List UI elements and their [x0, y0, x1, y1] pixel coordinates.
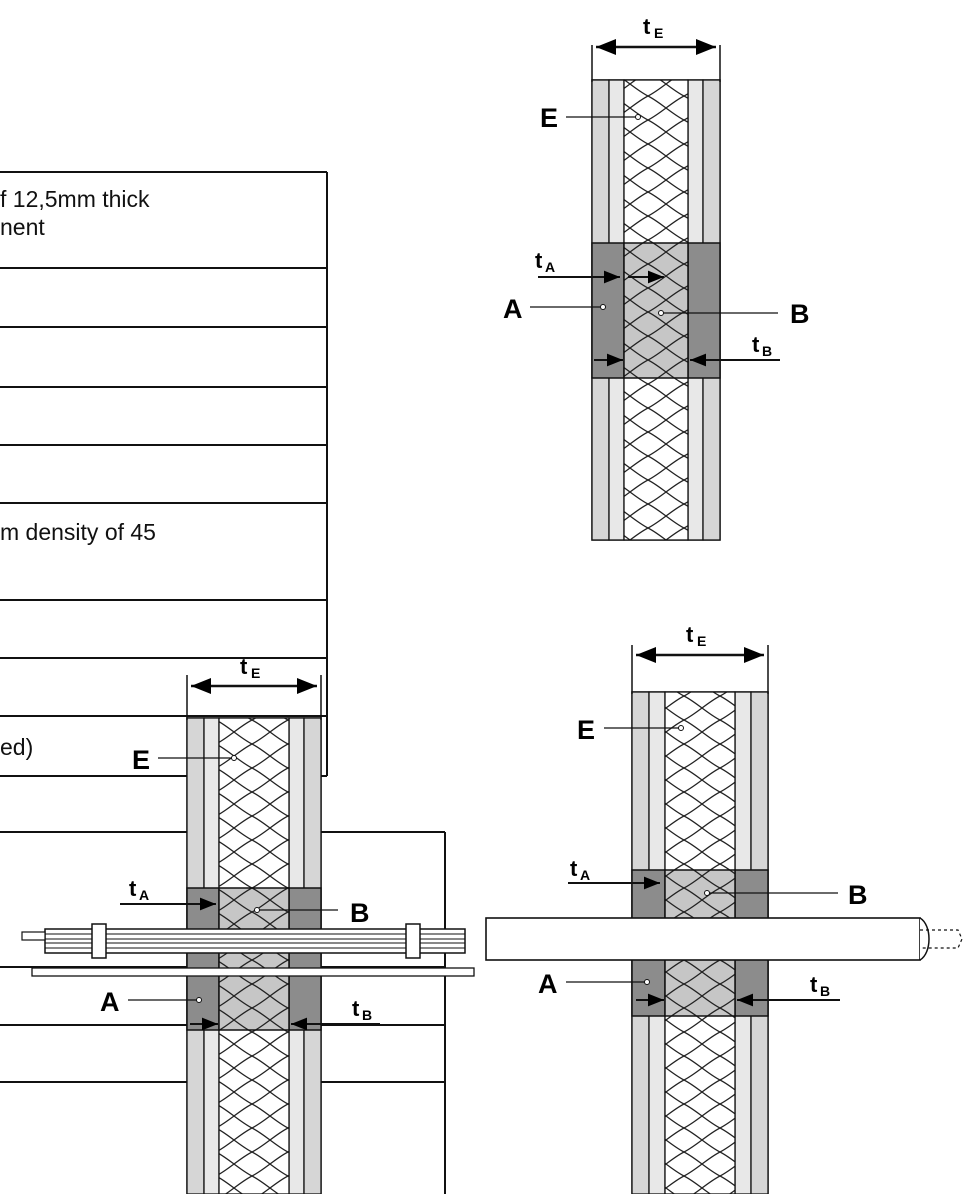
label-e-bottom-left: E	[132, 745, 150, 775]
table-cell-text-2: nent	[0, 214, 45, 240]
label-te-sub-top-right: E	[654, 25, 663, 41]
label-ta-sub-top-right: A	[545, 259, 555, 275]
label-e-bottom-right: E	[577, 715, 595, 745]
label-tb-bottom-left: t	[352, 996, 360, 1021]
label-a-bottom-right: A	[538, 969, 558, 999]
table-cell-text-4: ed)	[0, 734, 34, 760]
label-te-sub-bottom-right: E	[697, 633, 706, 649]
seal-zone-top-right	[591, 242, 721, 379]
label-te-bottom-left: t	[240, 654, 248, 679]
label-tb-sub-bottom-left: B	[362, 1007, 372, 1023]
dimension-te-top-right	[591, 39, 721, 82]
pipe-bottom-right	[485, 917, 963, 961]
label-te-sub-bottom-left: E	[251, 665, 260, 681]
label-b-top-right: B	[790, 299, 810, 329]
seal-zone-bottom-left	[186, 887, 322, 1031]
table-cell-text-1: f 12,5mm thick	[0, 186, 150, 212]
label-a-bottom-left: A	[100, 987, 120, 1017]
label-b-bottom-right: B	[848, 880, 868, 910]
label-ta-bottom-right: t	[570, 856, 578, 881]
label-tb-sub-top-right: B	[762, 343, 772, 359]
dimension-te-bottom-left	[186, 675, 322, 720]
table-cell-text-3: m density of 45	[0, 519, 156, 545]
diagram-top-right: t E E t A A B t B	[503, 14, 810, 541]
label-b-bottom-left: B	[350, 898, 370, 928]
label-ta-sub-bottom-left: A	[139, 887, 149, 903]
cable-tray-bottom-left	[21, 923, 475, 977]
label-ta-top-right: t	[535, 248, 543, 273]
label-ta-sub-bottom-right: A	[580, 867, 590, 883]
label-a-top-right: A	[503, 294, 523, 324]
label-te-bottom-right: t	[686, 622, 694, 647]
diagram-bottom-right: t E E t A B A t B	[485, 622, 963, 1194]
label-tb-sub-bottom-right: B	[820, 983, 830, 999]
label-te-top-right: t	[643, 14, 651, 39]
label-tb-bottom-right: t	[810, 972, 818, 997]
label-e-top-right: E	[540, 103, 558, 133]
diagram-bottom-left: t E E t A B A t B	[21, 654, 475, 1194]
dimension-te-bottom-right	[631, 645, 769, 694]
label-tb-top-right: t	[752, 332, 760, 357]
label-ta-bottom-left: t	[129, 876, 137, 901]
